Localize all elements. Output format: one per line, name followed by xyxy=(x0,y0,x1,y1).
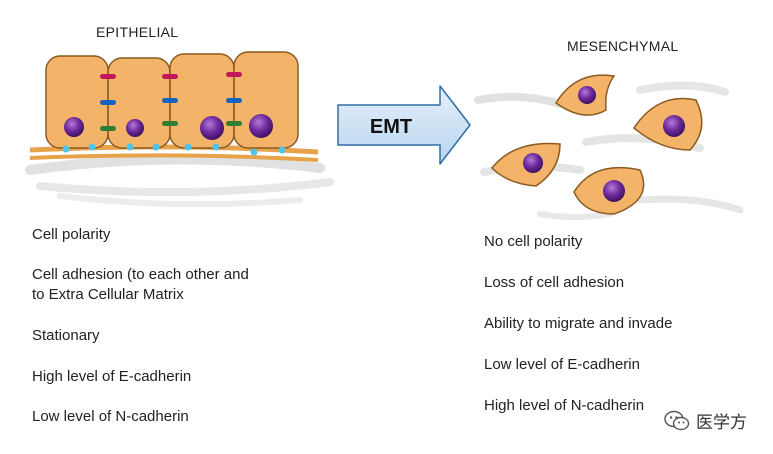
watermark: 医学方 xyxy=(664,408,747,433)
epithelial-cell-1 xyxy=(45,55,109,149)
nucleus xyxy=(523,153,543,173)
nucleus xyxy=(200,116,224,140)
emt-label: EMT xyxy=(370,116,412,138)
epithelial-feature-adhesion-line2: to Extra Cellular Matrix xyxy=(32,286,184,303)
mesenchymal-feature-no-polarity: No cell polarity xyxy=(484,233,583,250)
watermark-text: 医学方 xyxy=(696,413,747,432)
mesenchymal-cell-3 xyxy=(490,142,561,187)
nucleus xyxy=(663,115,685,137)
epithelial-title: EPITHELIAL xyxy=(96,24,179,40)
mesenchymal-feature-high-n-cadherin: High level of N-cadherin xyxy=(484,397,645,414)
mesenchymal-feature-loss-adhesion: Loss of cell adhesion xyxy=(484,274,625,291)
wechat-icon xyxy=(664,410,690,430)
nucleus xyxy=(126,119,144,137)
epithelial-fibers xyxy=(25,154,334,208)
nucleus xyxy=(603,180,625,202)
epithelial-cell-4 xyxy=(233,51,299,149)
nucleus xyxy=(249,114,273,138)
epithelial-feature-adhesion-line1: Cell adhesion (to each other and xyxy=(32,266,249,283)
mesenchymal-feature-migrate-invade: Ability to migrate and invade xyxy=(484,315,673,332)
emt-arrow: EMT xyxy=(337,85,471,165)
epithelial-feature-polarity: Cell polarity xyxy=(32,226,111,243)
epithelial-feature-low-n-cadherin: Low level of N-cadherin xyxy=(32,408,189,425)
matrix-anchors xyxy=(62,143,286,156)
epithelial-feature-stationary: Stationary xyxy=(32,327,100,344)
epithelial-feature-high-e-cadherin: High level of E-cadherin xyxy=(32,368,192,385)
mesenchymal-title: MESENCHYMAL xyxy=(567,38,679,54)
epithelial-cell-2 xyxy=(107,57,171,149)
epithelial-cell-3 xyxy=(169,53,235,149)
cell-junctions xyxy=(100,72,242,131)
mesenchymal-cell-4 xyxy=(573,166,645,215)
mesenchymal-feature-low-e-cadherin: Low level of E-cadherin xyxy=(484,356,640,373)
nucleus xyxy=(64,117,84,137)
nucleus xyxy=(578,86,596,104)
mesenchymal-cell-2 xyxy=(633,97,703,151)
mesenchymal-cell-1 xyxy=(554,74,616,116)
